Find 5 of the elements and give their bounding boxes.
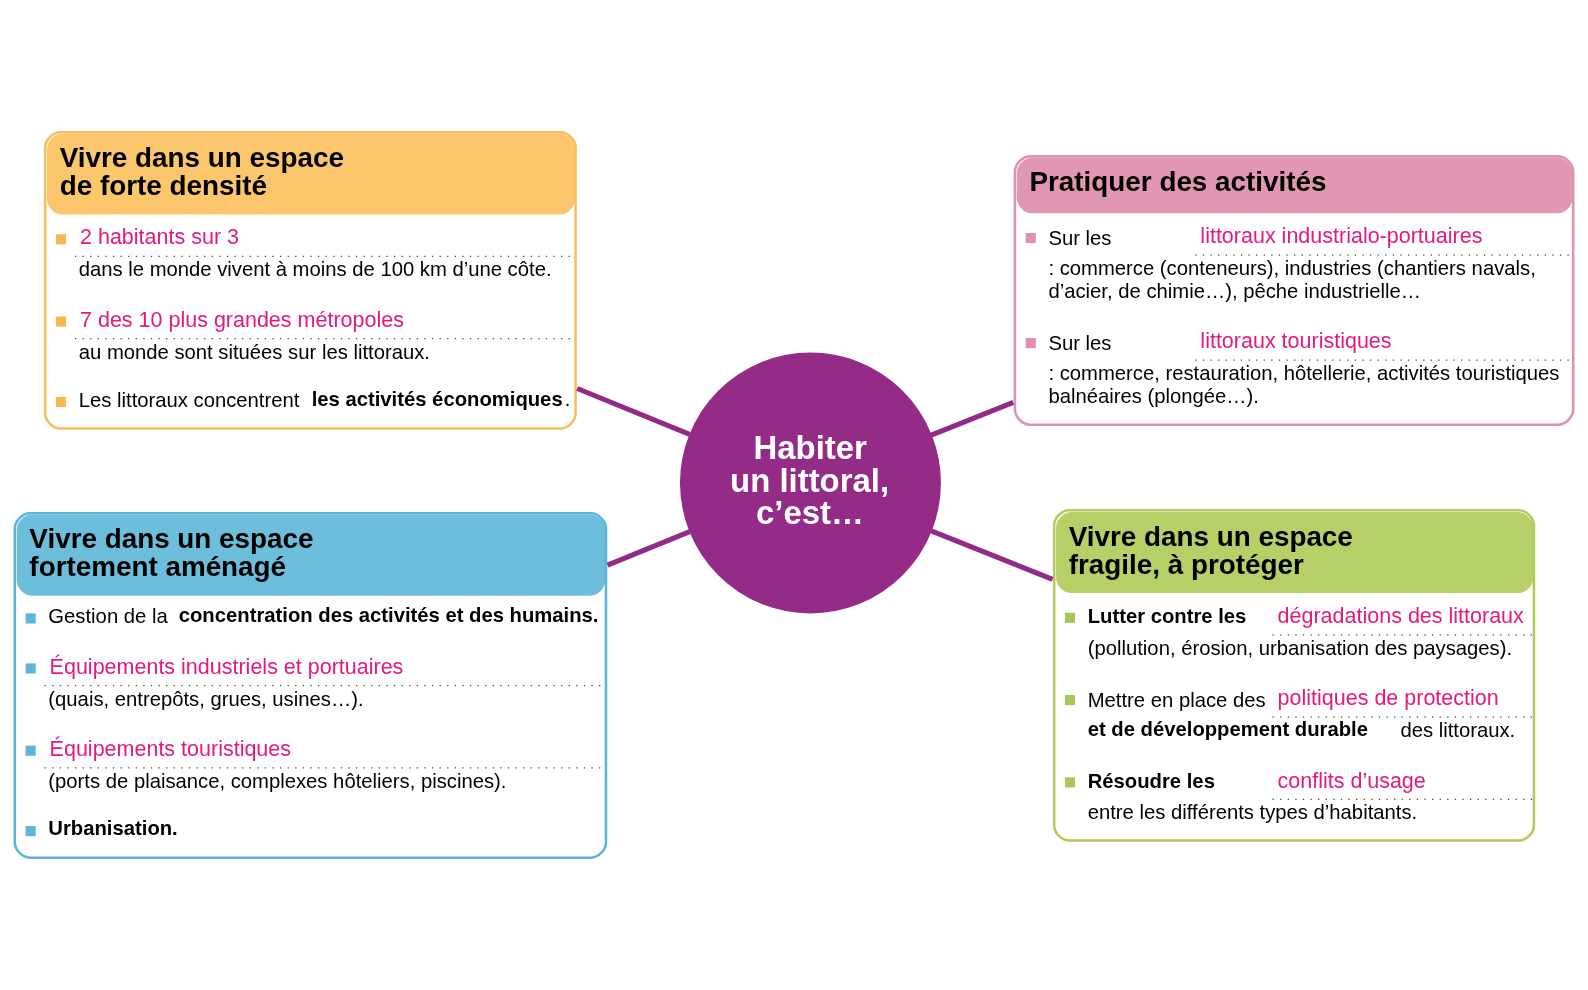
- connector: [930, 528, 1054, 582]
- connector: [930, 400, 1015, 438]
- node-circle: Habiter un littoral, c’est…: [680, 352, 941, 614]
- connector: [606, 529, 691, 568]
- connector: [576, 386, 691, 437]
